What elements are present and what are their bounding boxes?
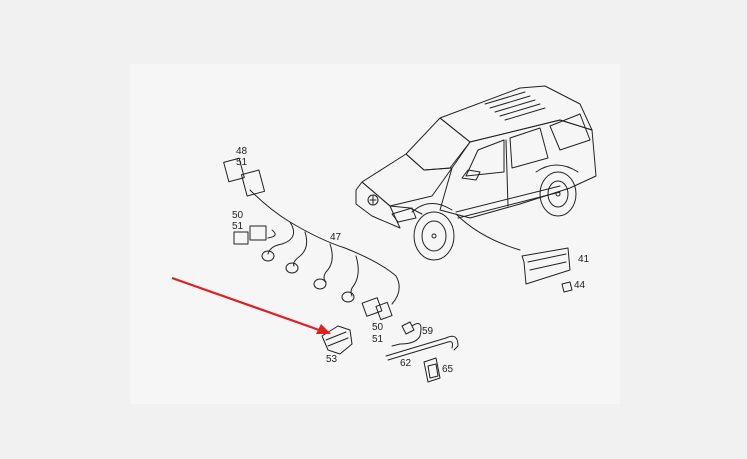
part-label-50: 50 <box>232 210 244 221</box>
part-label-51: 51 <box>232 221 244 232</box>
marker-lamp-53-icon <box>321 325 353 355</box>
part-label-44: 44 <box>574 280 586 291</box>
part-label-50: 50 <box>372 322 384 333</box>
part-label-62: 62 <box>400 358 412 369</box>
part-label-51: 51 <box>372 334 384 345</box>
rod-62-icon <box>385 335 459 361</box>
part-label-51: 51 <box>236 157 248 168</box>
suv-car-icon <box>355 85 597 261</box>
red-arrow-icon <box>171 276 331 334</box>
side-lamp-41-icon <box>521 247 573 293</box>
bulb-socket-59-icon <box>391 321 422 347</box>
part-label-59: 59 <box>422 326 434 337</box>
part-label-48: 48 <box>236 146 248 157</box>
part-label-41: 41 <box>578 254 590 265</box>
part-label-65: 65 <box>442 364 454 375</box>
part-label-53: 53 <box>326 354 338 365</box>
wiring-harness-47-icon <box>223 157 400 321</box>
clip-65-icon <box>423 357 441 383</box>
part-label-47: 47 <box>330 232 342 243</box>
diagram-panel <box>130 64 620 404</box>
